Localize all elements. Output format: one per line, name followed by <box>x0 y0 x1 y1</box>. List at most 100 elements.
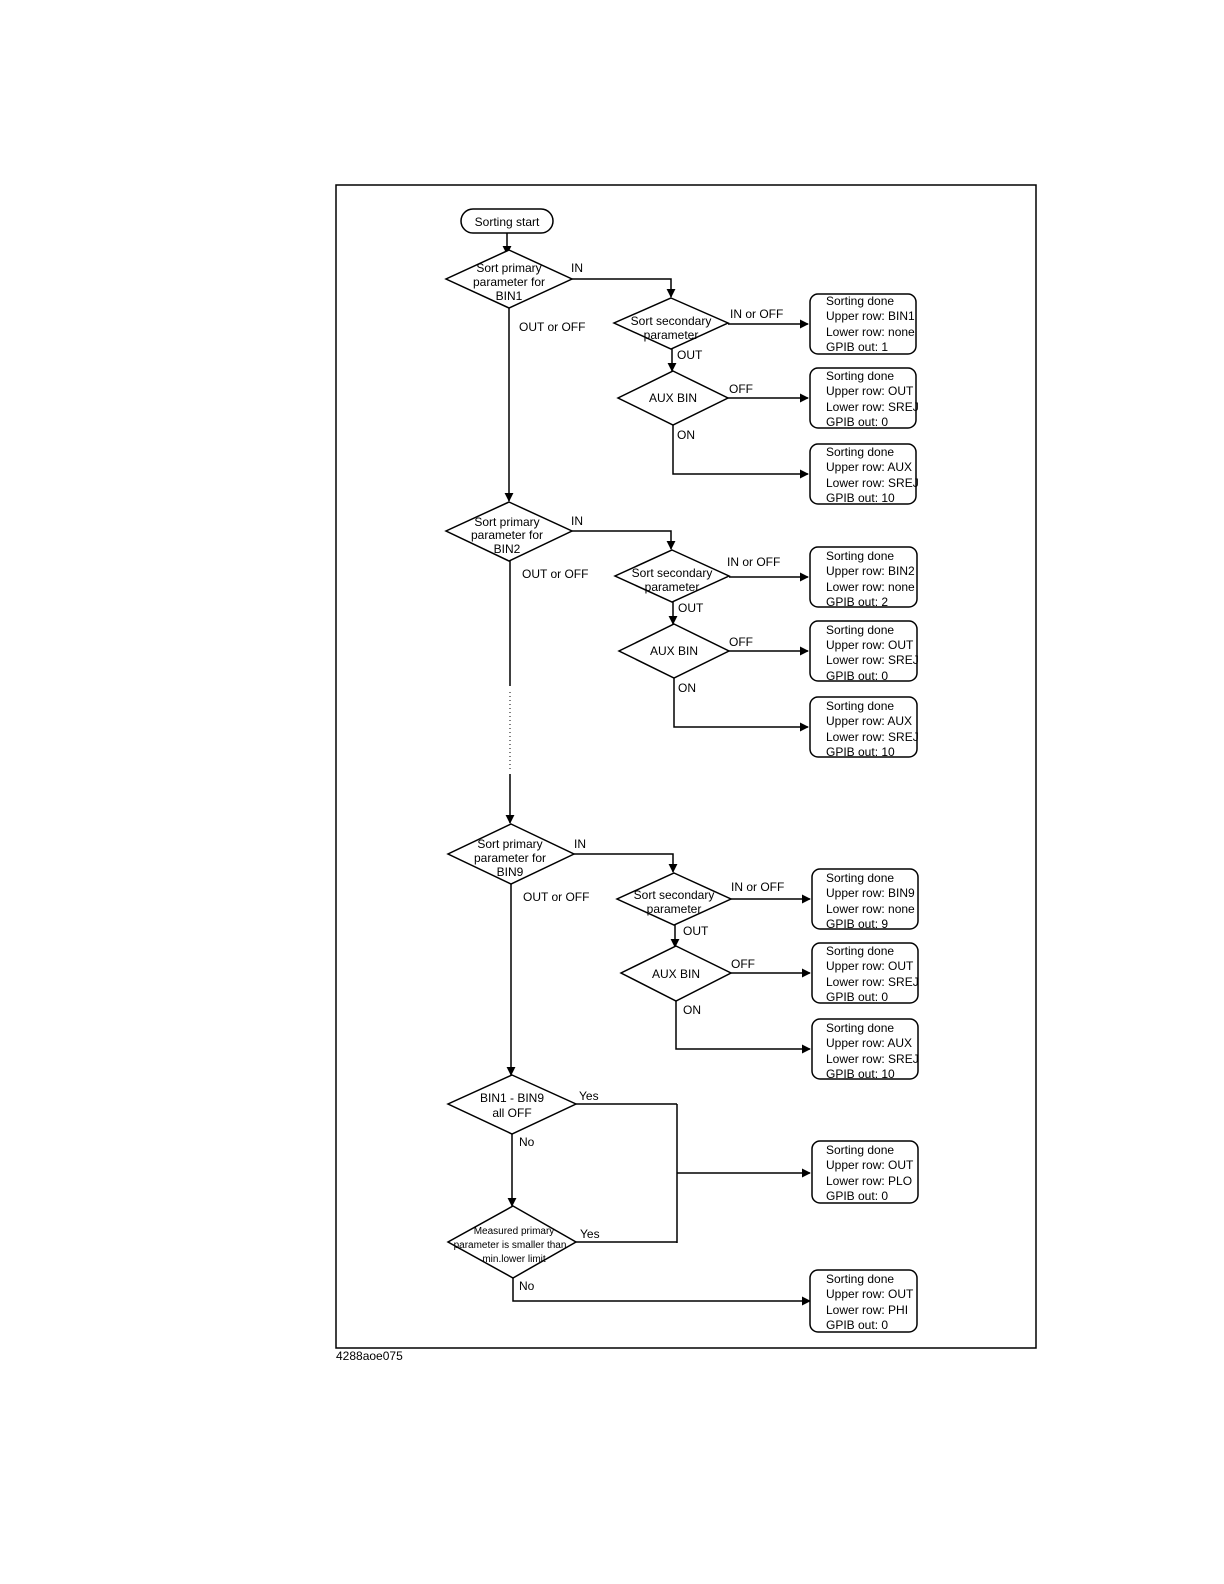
result-box-9-3 <box>811 1018 919 1080</box>
decision-primary-bin1-line1: Sort primary <box>476 261 541 275</box>
decision-secondary-2 <box>613 549 731 603</box>
result-box-phi <box>809 1269 918 1333</box>
result-2-2-line2: Upper row: OUT <box>826 638 914 652</box>
result-box-1-3 <box>809 443 917 505</box>
label-secondary-2-in-or-off: IN or OFF <box>727 555 780 569</box>
result-1-2-line3: Lower row: SREJ <box>826 400 919 414</box>
label-secondary-9-out: OUT <box>683 924 709 938</box>
result-9-3-line4: GPIB out: 10 <box>826 1067 895 1081</box>
result-box-2-2 <box>809 620 918 682</box>
edge-bin9-in <box>574 853 678 873</box>
figure-frame <box>335 184 1037 1349</box>
label-min-no: No <box>519 1279 535 1293</box>
edge-aux-1-on <box>672 425 809 479</box>
label-secondary-1-in-or-off: IN or OFF <box>730 307 783 321</box>
edge-aux-9-on <box>675 1001 811 1054</box>
label-aux-9-on: ON <box>683 1003 701 1017</box>
result-9-3-line3: Lower row: SREJ <box>826 1052 919 1066</box>
result-phi-line2: Upper row: OUT <box>826 1287 914 1301</box>
edge-bin2-in <box>572 530 676 550</box>
result-1-2-line4: GPIB out: 0 <box>826 415 888 429</box>
decision-secondary-9-line2: parameter <box>647 902 702 916</box>
decision-aux-1-label: AUX BIN <box>649 391 697 405</box>
result-1-2-line2: Upper row: OUT <box>826 384 914 398</box>
label-bin1-out-or-off: OUT or OFF <box>519 320 585 334</box>
decision-aux-2-label: AUX BIN <box>650 644 698 658</box>
label-aux-1-on: ON <box>677 428 695 442</box>
result-9-1-line4: GPIB out: 9 <box>826 917 888 931</box>
decision-secondary-1 <box>612 297 730 350</box>
result-2-2-line1: Sorting done <box>826 623 894 637</box>
result-2-1-line1: Sorting done <box>826 549 894 563</box>
result-1-1-line3: Lower row: none <box>826 325 915 339</box>
result-9-2-line4: GPIB out: 0 <box>826 990 888 1004</box>
result-phi-line1: Sorting done <box>826 1272 894 1286</box>
result-9-1-line1: Sorting done <box>826 871 894 885</box>
decision-secondary-1-line1: Sort secondary <box>631 314 712 328</box>
result-plo-line2: Upper row: OUT <box>826 1158 914 1172</box>
label-aux-2-on: ON <box>678 681 696 695</box>
result-phi-line4: GPIB out: 0 <box>826 1318 888 1332</box>
result-1-3-line1: Sorting done <box>826 445 894 459</box>
result-box-2-3 <box>809 696 918 758</box>
result-2-1-line4: GPIB out: 2 <box>826 595 888 609</box>
decision-min-line3: min.lower limit <box>482 1254 546 1265</box>
edge-bin1-in <box>572 278 676 298</box>
result-9-1-line3: Lower row: none <box>826 902 915 916</box>
decision-secondary-2-line2: parameter <box>645 580 700 594</box>
decision-min-line1: Measured primary <box>474 1226 555 1237</box>
decision-primary-bin2-line2: parameter for <box>471 528 543 542</box>
result-box-9-2 <box>811 942 919 1004</box>
result-9-1-line2: Upper row: BIN9 <box>826 886 915 900</box>
result-box-plo <box>811 1140 919 1204</box>
label-aux-1-off: OFF <box>729 382 753 396</box>
result-2-3-line2: Upper row: AUX <box>826 714 912 728</box>
label-bin9-out-or-off: OUT or OFF <box>523 890 589 904</box>
decision-secondary-9 <box>615 872 733 926</box>
decision-secondary-9-line1: Sort secondary <box>634 888 715 902</box>
decision-primary-bin2-line3: BIN2 <box>494 542 521 556</box>
decision-min-line2: parameter is smaller than <box>454 1240 567 1251</box>
label-aux-9-off: OFF <box>731 957 755 971</box>
label-bin2-out-or-off: OUT or OFF <box>522 567 588 581</box>
result-plo-line3: Lower row: PLO <box>826 1174 912 1188</box>
result-2-2-line3: Lower row: SREJ <box>826 653 919 667</box>
result-9-3-line1: Sorting done <box>826 1021 894 1035</box>
result-1-1-line1: Sorting done <box>826 294 894 308</box>
result-box-9-1 <box>811 868 919 930</box>
result-2-2-line4: GPIB out: 0 <box>826 669 888 683</box>
label-secondary-9-in-or-off: IN or OFF <box>731 880 784 894</box>
result-1-3-line3: Lower row: SREJ <box>826 476 919 490</box>
result-plo-line4: GPIB out: 0 <box>826 1189 888 1203</box>
result-2-3-line1: Sorting done <box>826 699 894 713</box>
label-secondary-2-out: OUT <box>678 601 704 615</box>
result-phi-line3: Lower row: PHI <box>826 1303 908 1317</box>
decision-primary-bin9-line2: parameter for <box>474 851 546 865</box>
label-min-yes: Yes <box>580 1227 600 1241</box>
edge-min-no <box>512 1278 811 1306</box>
result-1-3-line2: Upper row: AUX <box>826 460 912 474</box>
decision-aux-9-label: AUX BIN <box>652 967 700 981</box>
start-label: Sorting start <box>475 215 540 229</box>
label-bin2-in: IN <box>571 514 583 528</box>
decision-primary-bin1-line3: BIN1 <box>496 289 523 303</box>
label-aux-2-off: OFF <box>729 635 753 649</box>
decision-primary-bin9-line1: Sort primary <box>477 837 542 851</box>
result-2-1-line2: Upper row: BIN2 <box>826 564 915 578</box>
label-secondary-1-out: OUT <box>677 348 703 362</box>
result-1-3-line4: GPIB out: 10 <box>826 491 895 505</box>
result-1-1-line4: GPIB out: 1 <box>826 340 888 354</box>
label-all-off-no: No <box>519 1135 535 1149</box>
decision-primary-bin1-line2: parameter for <box>473 275 545 289</box>
result-1-2-line1: Sorting done <box>826 369 894 383</box>
result-box-1-1 <box>809 293 917 355</box>
decision-primary-bin9-line3: BIN9 <box>497 865 524 879</box>
result-2-1-line3: Lower row: none <box>826 580 915 594</box>
result-9-3-line2: Upper row: AUX <box>826 1036 912 1050</box>
result-plo-line1: Sorting done <box>826 1143 894 1157</box>
decision-secondary-1-line2: parameter <box>644 328 699 342</box>
decision-primary-bin2 <box>444 501 574 562</box>
result-9-2-line2: Upper row: OUT <box>826 959 914 973</box>
label-all-off-yes: Yes <box>579 1089 599 1103</box>
